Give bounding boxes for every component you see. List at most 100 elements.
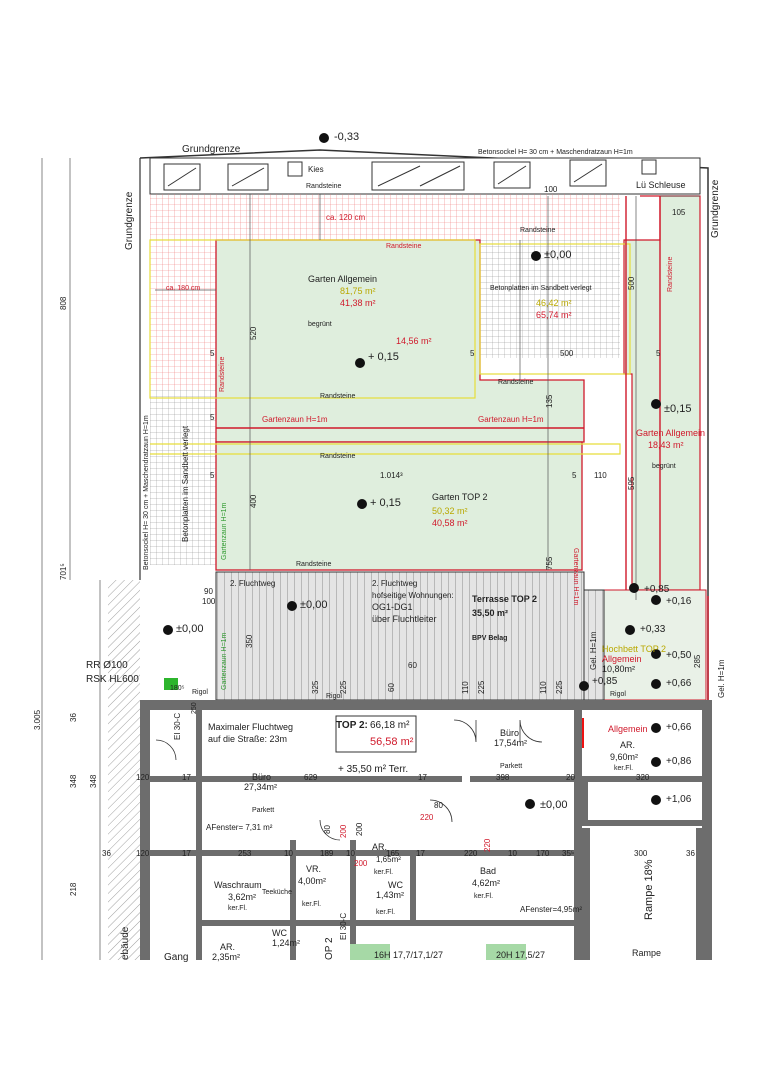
gang-label: Gang: [164, 952, 188, 963]
gel-1: Gel. H=1m: [589, 631, 598, 670]
dim: 500: [627, 276, 636, 290]
top2-area2: 56,58 m²: [370, 736, 414, 748]
level-markers: [163, 133, 661, 809]
level-left-entry: ±0,00: [176, 623, 203, 635]
dim: 100: [202, 597, 216, 606]
grundgrenze-right: Grundgrenze: [710, 179, 721, 238]
dim: 5: [210, 413, 215, 422]
dim: 225: [555, 680, 564, 694]
level-garden-right-top: ±0,00: [544, 249, 571, 261]
dimension-lines: [41, 158, 700, 960]
buero-1: Büro: [500, 728, 519, 738]
dim: 35⁵: [562, 849, 574, 858]
ei30-label: EI 30-C: [173, 713, 182, 740]
dim: 180⁵: [170, 685, 185, 692]
fluchtweg-sub: hofseitige Wohnungen:: [372, 591, 454, 600]
level-garden-main: + 0,15: [368, 351, 399, 363]
dim: 200: [354, 859, 368, 868]
dim: 10: [284, 849, 293, 858]
fences: [216, 196, 709, 700]
area-1456: 14,56 m²: [396, 336, 432, 346]
level-r085a: +0,85: [644, 584, 670, 595]
ca120-label: ca. 120 cm: [326, 213, 365, 222]
dim: 5: [656, 349, 661, 358]
bad-area: 4,62m²: [472, 878, 500, 888]
paving-top: [150, 194, 620, 240]
randsteine-3: Randsteine: [386, 243, 422, 250]
garten-top2-area2: 40,58 m²: [432, 518, 468, 528]
wc-2: WC: [272, 928, 287, 938]
dim: 200: [339, 824, 348, 838]
terrace-deck: [215, 571, 585, 701]
dim: 348: [69, 774, 78, 788]
stair-1-label: 16H 17,7/17,1/27: [374, 950, 443, 960]
ar-1: AR.: [620, 740, 635, 750]
terrasse-title: Terrasse TOP 2: [472, 594, 537, 604]
dim: 300: [634, 849, 648, 858]
right-area2: 65,74 m²: [536, 310, 572, 320]
dim: 250: [191, 702, 198, 714]
stair-green-2: [486, 944, 526, 960]
max-flucht-1: Maximaler Fluchtweg: [208, 722, 293, 732]
dim: 100: [544, 185, 558, 194]
dim: 135: [545, 394, 554, 408]
rampe-2-label: Rampe: [632, 948, 661, 958]
dim: 808: [59, 296, 68, 310]
dim: 285: [693, 654, 702, 668]
dim: 629: [304, 773, 318, 782]
dim: 398: [496, 773, 510, 782]
level-r033: +0,33: [640, 624, 666, 635]
top2-area1: 66,18 m²: [370, 720, 410, 731]
yellow-outline-3: [150, 443, 621, 455]
rampe-label: Rampe 18%: [643, 859, 655, 920]
stair-2-label: 20H 17,5/27: [496, 950, 545, 960]
allgemein-ar: Allgemein: [608, 724, 648, 734]
dim: 595: [627, 476, 636, 490]
randsteine-4: Randsteine: [320, 393, 356, 400]
hochbett-area: 10,80m²: [602, 664, 635, 674]
vr-label: VR.: [306, 864, 321, 874]
garten-allgemein-area2: 41,38 m²: [340, 298, 376, 308]
top-windows: [163, 159, 657, 191]
dim: 520: [249, 326, 258, 340]
door-swings: [155, 719, 543, 841]
randsteine-7: Randsteine: [296, 561, 332, 568]
parkett-1: Parkett: [500, 763, 522, 770]
wc-2-area: 1,24m²: [272, 938, 300, 948]
yellow-outline-2: [479, 243, 631, 375]
dim: 36: [69, 713, 78, 722]
ca180-label: ca. 180 cm: [166, 285, 200, 292]
beton-sandbett-label: Betonplatten im Sandbett verlegt: [490, 285, 592, 292]
dim: 220: [483, 838, 492, 852]
afenster-2: AFenster=4,95m²: [520, 905, 582, 914]
bpv-belag: BPV Belag: [472, 635, 507, 642]
level-floor: ±0,00: [540, 799, 567, 811]
fluchtweg-og: OG1-DG1: [372, 602, 413, 612]
kerfl-3: ker.Fl.: [302, 901, 321, 908]
kerfl-5: ker.Fl.: [474, 893, 493, 900]
gartenzaun-3: Gartenzaun H=1m: [221, 502, 228, 560]
dim: 1.014³: [380, 471, 403, 480]
dim: 110: [461, 681, 470, 694]
top2-area-box: [335, 715, 417, 753]
buero-2-area: 27,34m²: [244, 782, 277, 792]
dim: 165: [386, 849, 400, 858]
paving-left-strip: [150, 390, 218, 565]
dim: 170: [536, 849, 550, 858]
wc-1: WC: [388, 880, 403, 890]
dim: 105: [672, 208, 686, 217]
dim: 120: [136, 849, 150, 858]
level-r066a: +0,66: [666, 678, 692, 689]
dim: 400: [249, 494, 258, 508]
dim: 10: [346, 849, 355, 858]
paving-right-top: [480, 240, 620, 358]
waschraum-label: Waschraum: [214, 880, 262, 890]
rigol-3: Rigol: [610, 691, 626, 698]
kerfl-1: ker.Fl.: [614, 765, 633, 772]
dim: 110: [594, 471, 607, 480]
dim: 500: [560, 349, 574, 358]
vr-area: 4,00m²: [298, 876, 326, 886]
dim: 5: [572, 471, 577, 480]
lue-schleuse-label: Lü Schleuse: [636, 180, 686, 190]
gartenzaun-1: Gartenzaun H=1m: [262, 415, 328, 424]
